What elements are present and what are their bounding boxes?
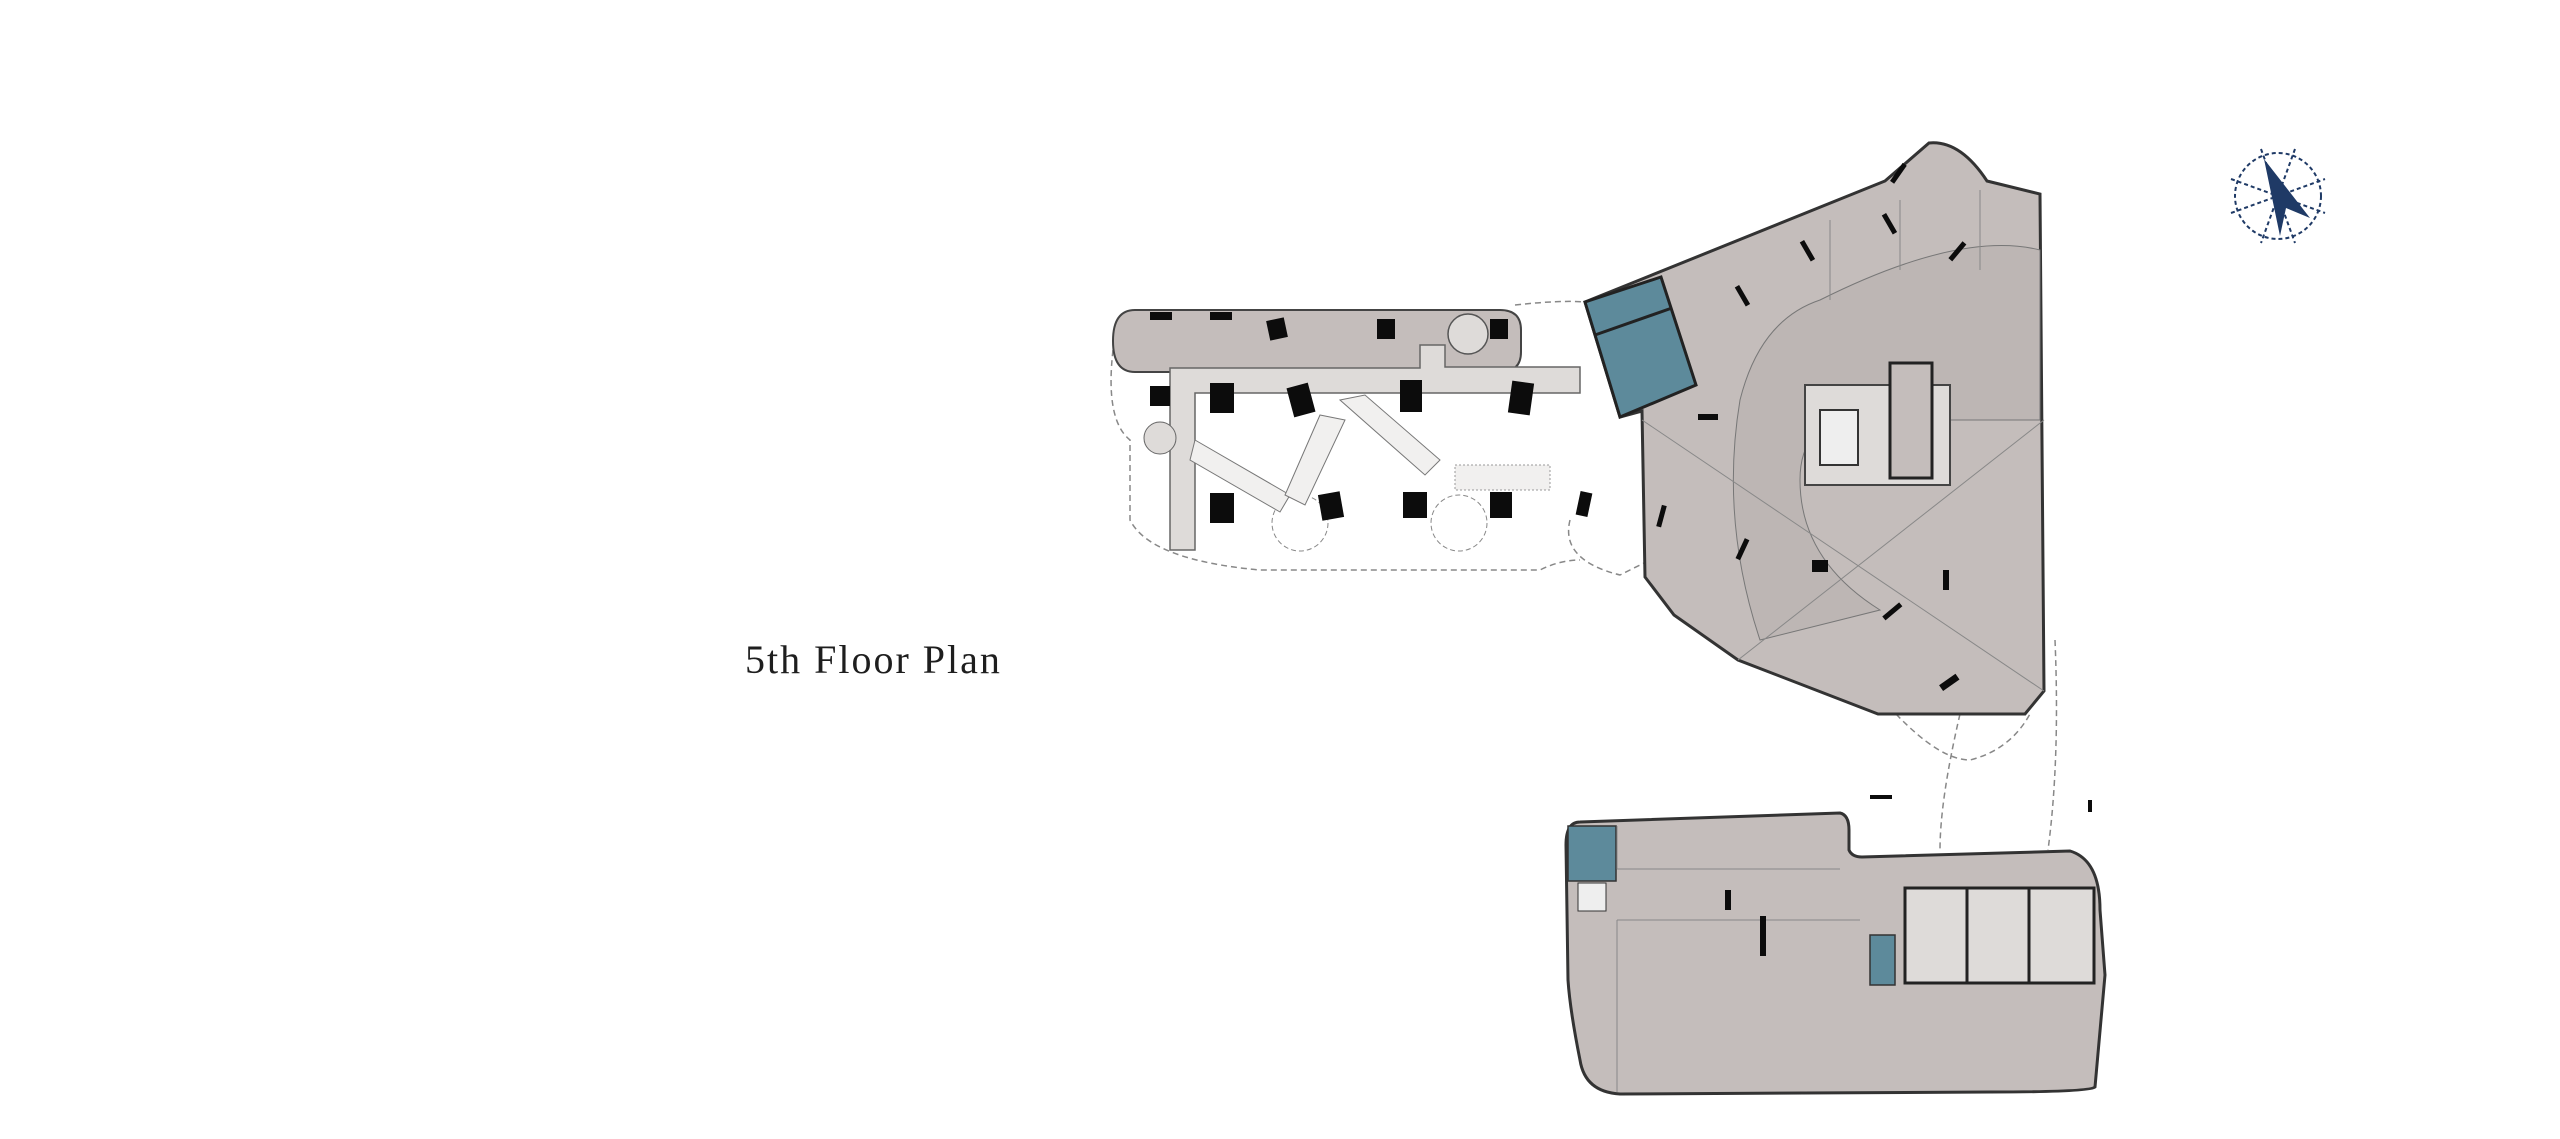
south-block — [1564, 795, 2107, 1096]
west-wing — [1111, 309, 1581, 552]
columns-west — [1150, 312, 1593, 523]
outline-dashed — [1110, 300, 2058, 851]
north-arrow-icon — [2230, 148, 2326, 244]
main-tower — [1583, 141, 2046, 716]
floor-plan-title: 5th Floor Plan — [745, 637, 1002, 682]
columns-tower — [1656, 162, 1967, 692]
